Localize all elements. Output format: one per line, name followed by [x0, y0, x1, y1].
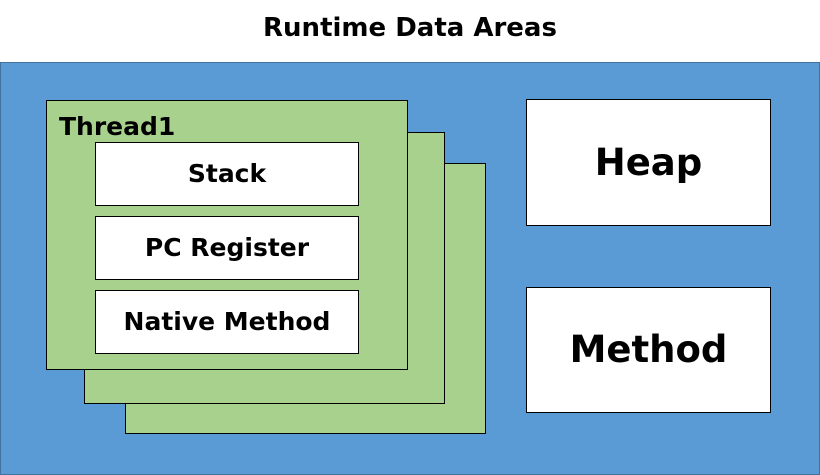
method-box: Method — [526, 287, 771, 413]
diagram-title: Runtime Data Areas — [263, 13, 557, 43]
native-method-box: Native Method — [95, 290, 359, 354]
thread-label: Thread1 — [59, 112, 176, 141]
stack-box: Stack — [95, 142, 359, 206]
pc-register-box: PC Register — [95, 216, 359, 280]
heap-box: Heap — [526, 99, 771, 226]
